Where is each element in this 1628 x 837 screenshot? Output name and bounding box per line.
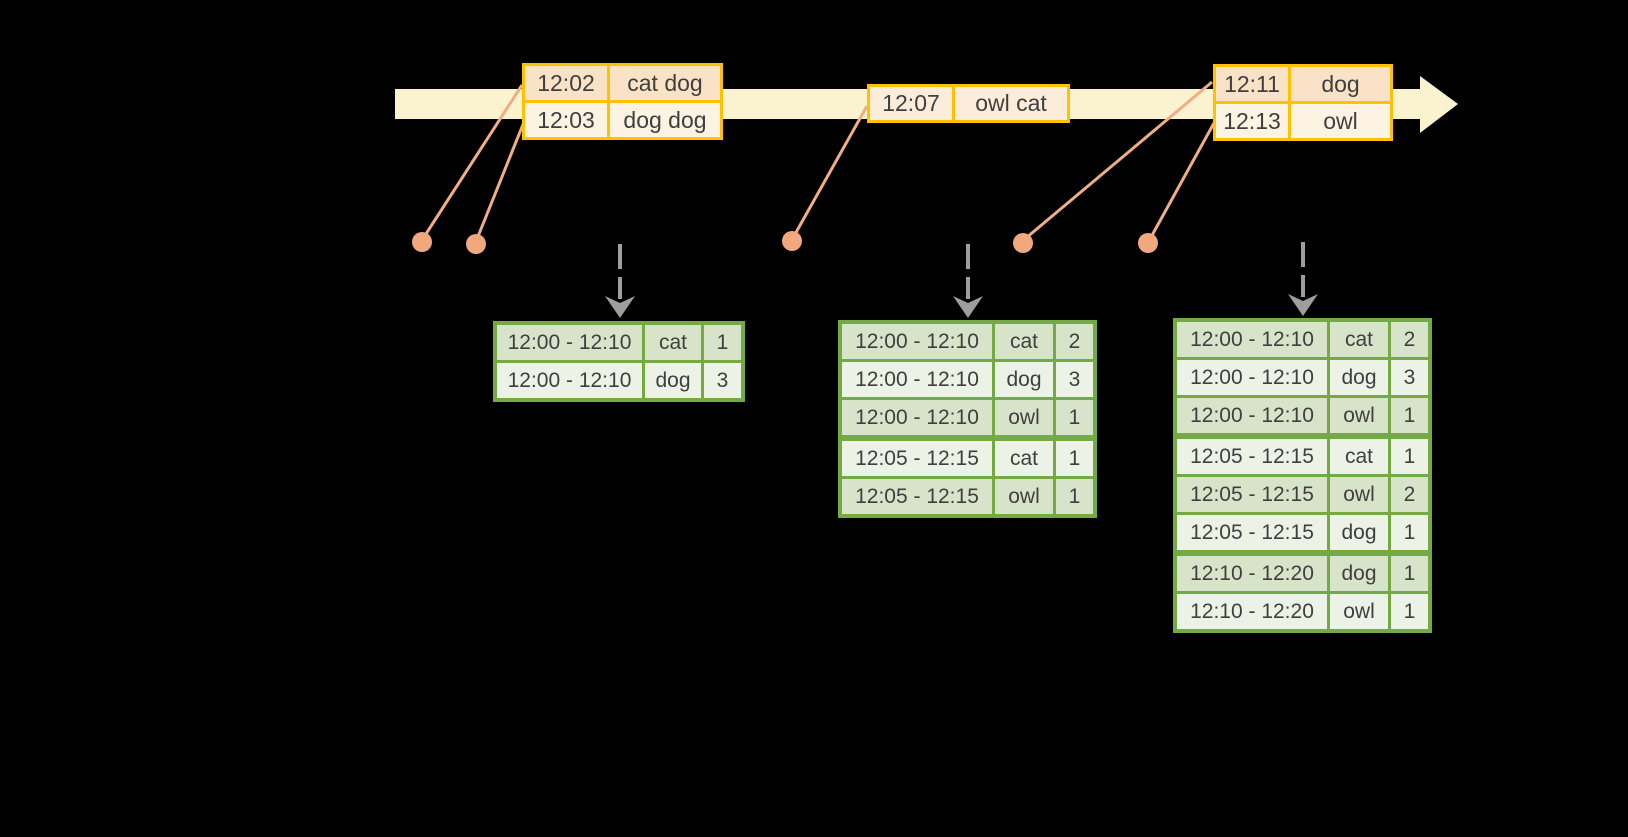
window-cell: 12:10 - 12:20: [1177, 556, 1327, 591]
event-words-cell: cat dog: [610, 66, 720, 100]
window-cell: 12:00 - 12:10: [1177, 398, 1327, 433]
word-cell: cat: [995, 324, 1053, 359]
window-cell: 12:05 - 12:15: [842, 479, 992, 514]
event-words-cell: owl cat: [955, 87, 1067, 120]
event-connector-line: [1025, 80, 1213, 240]
window-cell: 12:10 - 12:20: [1177, 594, 1327, 629]
window-cell: 12:00 - 12:10: [842, 362, 992, 397]
window-cell: 12:00 - 12:10: [497, 363, 642, 398]
event-connector-line: [1148, 122, 1216, 240]
event-time-cell: 12:13: [1216, 104, 1288, 138]
word-cell: dog: [645, 363, 701, 398]
event-time-cell: 12:07: [870, 87, 952, 120]
window-cell: 12:00 - 12:10: [497, 325, 642, 360]
window-cell: 12:00 - 12:10: [1177, 322, 1327, 357]
window-cell: 12:00 - 12:10: [842, 324, 992, 359]
word-cell: cat: [645, 325, 701, 360]
count-cell: 1: [1056, 441, 1093, 476]
event-connector-line: [422, 84, 524, 238]
count-cell: 2: [1391, 477, 1428, 512]
count-cell: 2: [1056, 324, 1093, 359]
window-cell: 12:05 - 12:15: [842, 441, 992, 476]
word-cell: owl: [1330, 477, 1388, 512]
count-cell: 3: [1056, 362, 1093, 397]
count-cell: 1: [1391, 398, 1428, 433]
word-cell: owl: [995, 400, 1053, 435]
window-cell: 12:05 - 12:15: [1177, 515, 1327, 550]
event-dot-icon: [466, 234, 486, 254]
trigger-arrowhead-icon: [1288, 294, 1318, 316]
count-cell: 1: [1391, 439, 1428, 474]
window-cell: 12:00 - 12:10: [1177, 360, 1327, 395]
count-cell: 1: [1391, 556, 1428, 591]
event-connector-line: [475, 121, 526, 240]
word-cell: dog: [995, 362, 1053, 397]
event-dot-icon: [412, 232, 432, 252]
event-words-cell: owl: [1291, 104, 1390, 138]
word-cell: owl: [1330, 594, 1388, 629]
word-cell: cat: [1330, 322, 1388, 357]
count-cell: 3: [704, 363, 741, 398]
event-words-cell: dog dog: [610, 103, 720, 137]
event-time-cell: 12:02: [525, 66, 607, 100]
window-cell: 12:05 - 12:15: [1177, 439, 1327, 474]
event-dot-icon: [1013, 233, 1033, 253]
count-cell: 3: [1391, 360, 1428, 395]
word-cell: dog: [1330, 360, 1388, 395]
count-cell: 1: [1391, 515, 1428, 550]
event-connector-line: [792, 105, 869, 237]
word-cell: dog: [1330, 515, 1388, 550]
event-dot-icon: [782, 231, 802, 251]
word-cell: cat: [995, 441, 1053, 476]
word-cell: owl: [995, 479, 1053, 514]
word-cell: dog: [1330, 556, 1388, 591]
count-cell: 1: [704, 325, 741, 360]
word-cell: cat: [1330, 439, 1388, 474]
trigger-arrowhead-icon: [953, 296, 983, 318]
count-cell: 1: [1391, 594, 1428, 629]
trigger-arrowhead-icon: [605, 296, 635, 318]
event-dot-icon: [1138, 233, 1158, 253]
window-cell: 12:00 - 12:10: [842, 400, 992, 435]
count-cell: 2: [1391, 322, 1428, 357]
count-cell: 1: [1056, 479, 1093, 514]
event-words-cell: dog: [1291, 67, 1390, 101]
count-cell: 1: [1056, 400, 1093, 435]
event-time-cell: 12:03: [525, 103, 607, 137]
window-cell: 12:05 - 12:15: [1177, 477, 1327, 512]
event-time-cell: 12:11: [1216, 67, 1288, 101]
word-cell: owl: [1330, 398, 1388, 433]
